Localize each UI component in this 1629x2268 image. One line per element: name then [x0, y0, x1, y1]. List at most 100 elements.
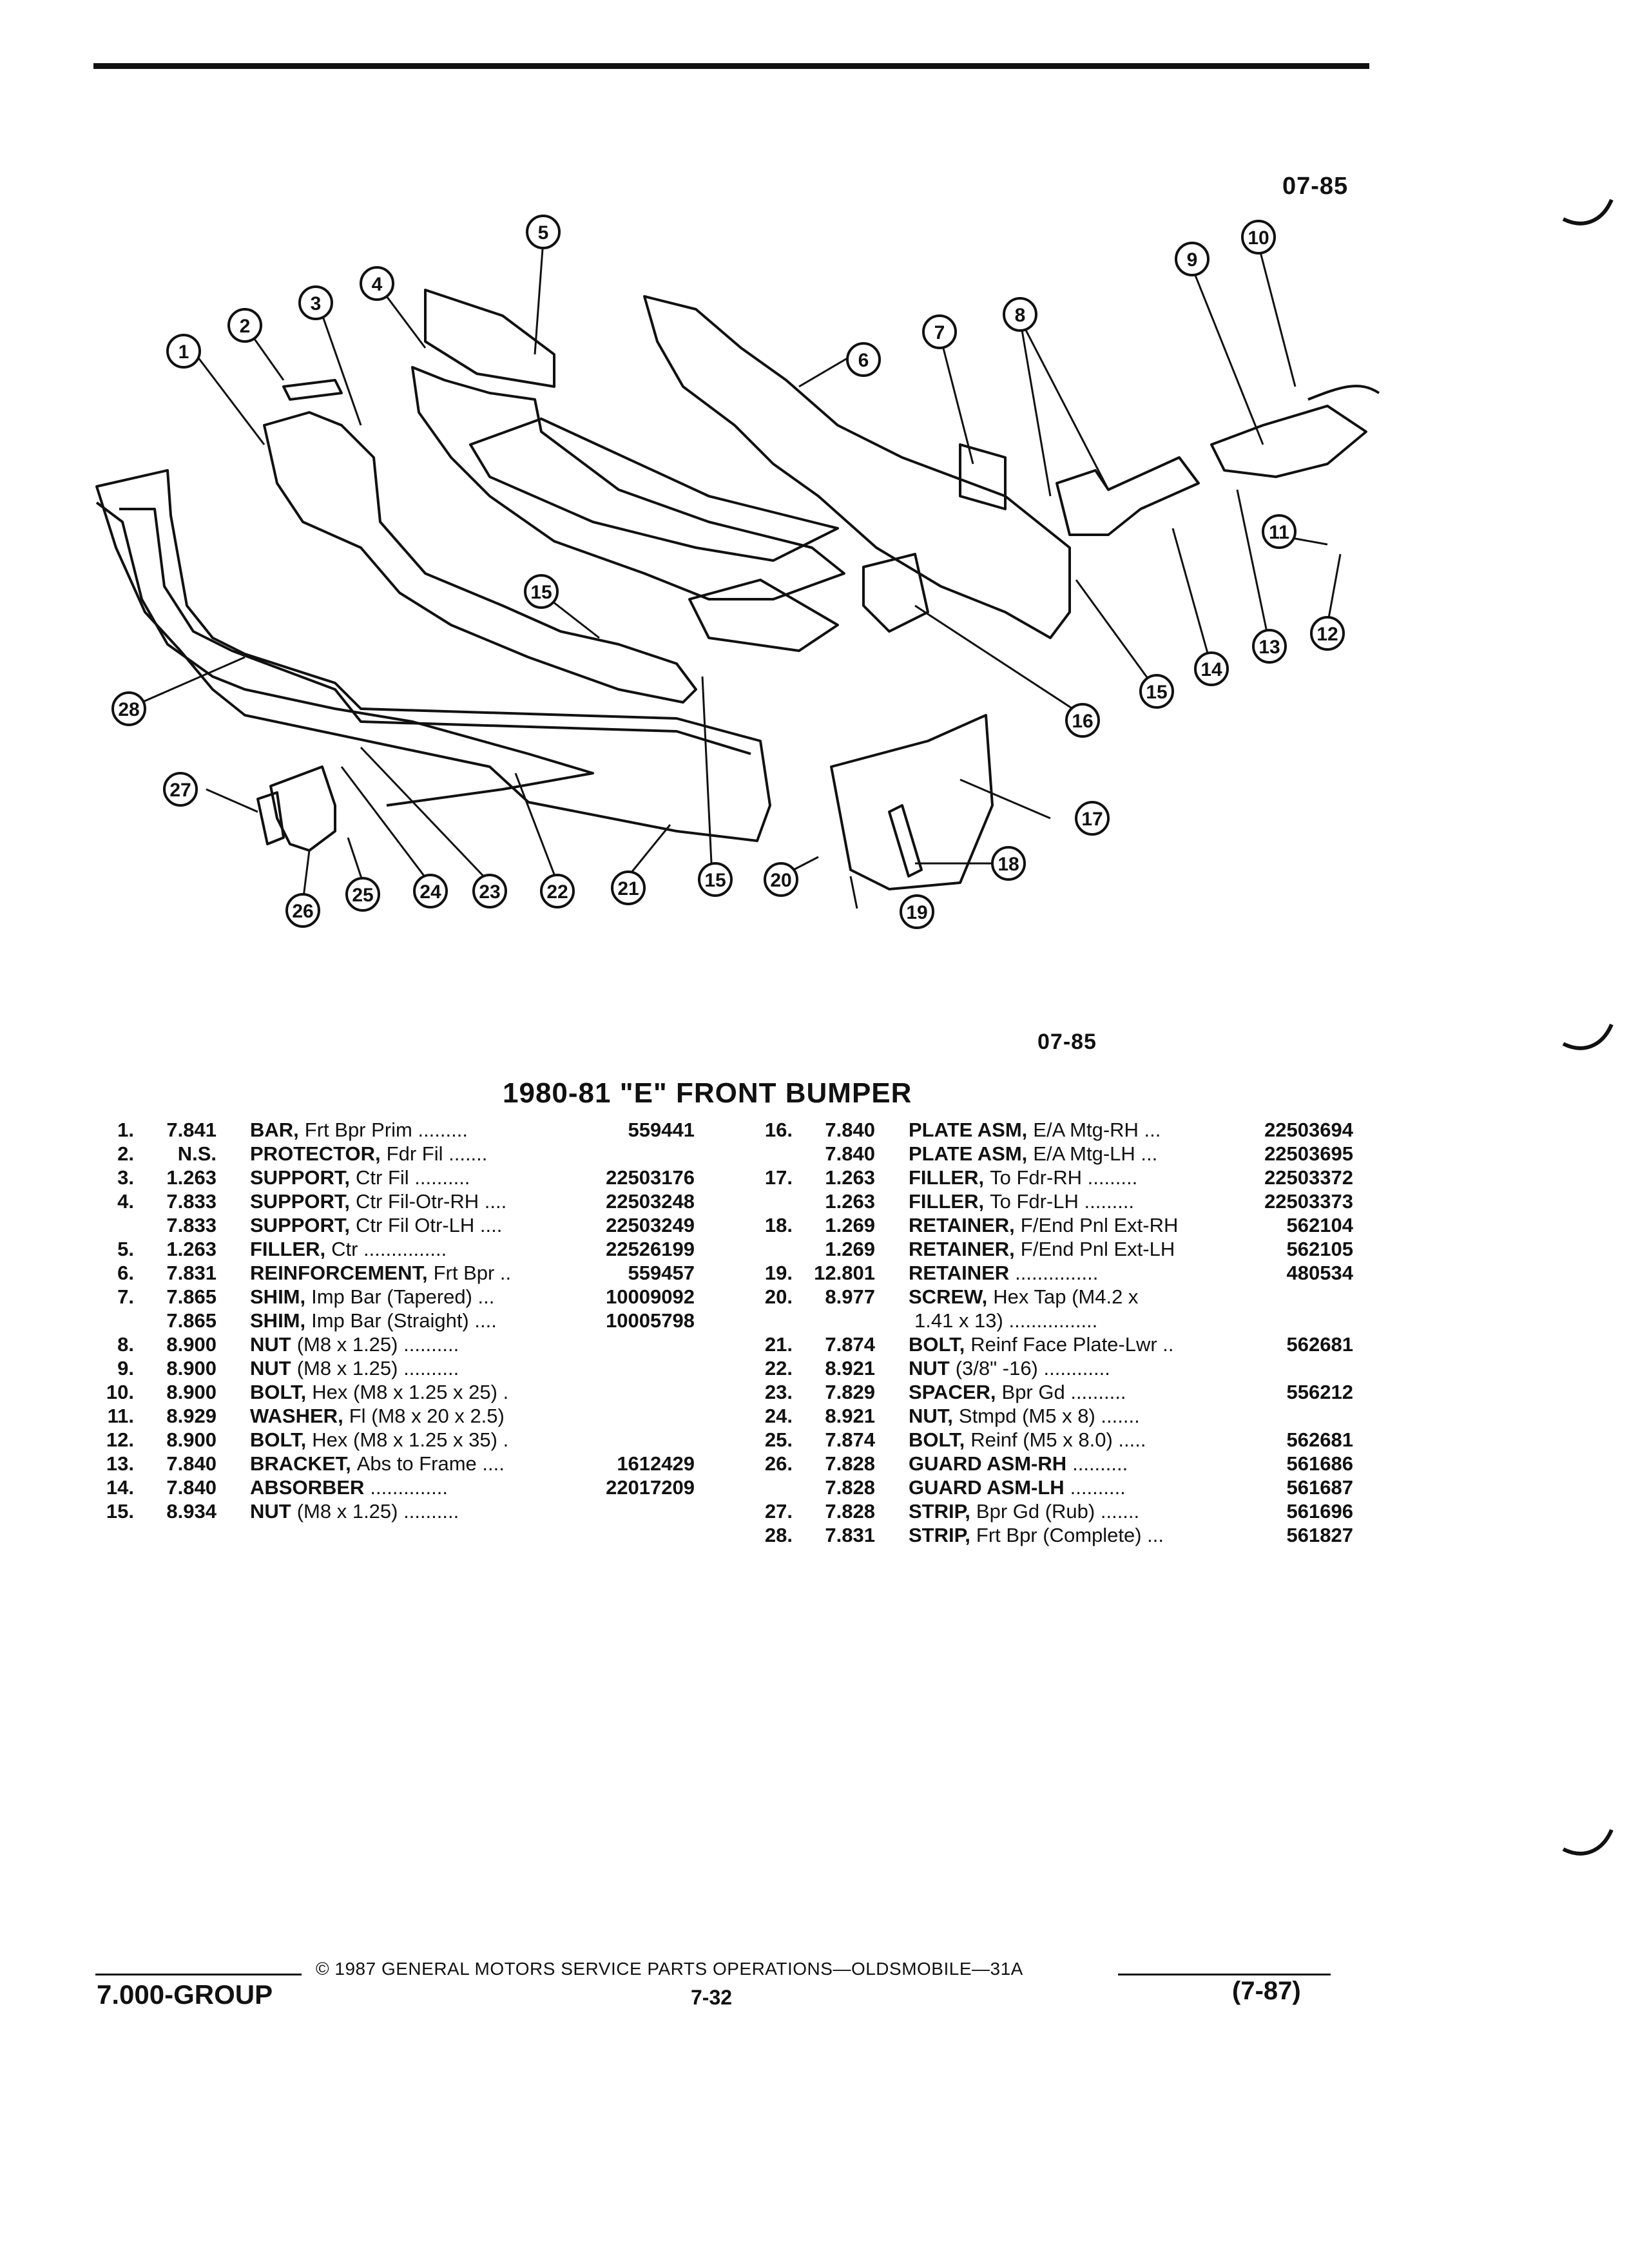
part-description: GUARD ASM-RH..........: [909, 1452, 1128, 1475]
part-name: NUT: [250, 1333, 291, 1356]
part-name: RETAINER,: [909, 1214, 1015, 1236]
footer-copyright: © 1987 GENERAL MOTORS SERVICE PARTS OPER…: [316, 1959, 1023, 1979]
footer-group: 7.000-GROUP: [97, 1979, 273, 2010]
part-number: 22503248: [606, 1190, 695, 1213]
footer-rule-right: [1118, 1974, 1331, 1975]
part-number: 562104: [1286, 1214, 1353, 1236]
part-number: 10009092: [606, 1285, 695, 1308]
part-item-number: 24.: [764, 1405, 793, 1427]
bumper-face-inner: [119, 508, 751, 755]
part-description: RETAINER,F/End Pnl Ext-RH: [909, 1213, 1178, 1237]
svg-text:28: 28: [118, 699, 139, 720]
callouts: 1 2 3 4 5 6 7 8 9 10 11 12 13 14 15 15 1…: [111, 215, 1345, 929]
binder-hole-mark: [1562, 1023, 1614, 1050]
part-detail: Imp Bar (Straight) ....: [311, 1309, 497, 1332]
part-number: 22503695: [1264, 1142, 1353, 1165]
svg-text:15: 15: [704, 870, 726, 891]
svg-text:26: 26: [292, 901, 313, 922]
part-detail: Stmpd (M5 x 8) .......: [958, 1405, 1140, 1427]
part-description: WASHER,Fl (M8 x 20 x 2.5): [250, 1404, 505, 1428]
svg-text:20: 20: [770, 870, 791, 891]
energy-absorber: [1055, 456, 1200, 536]
part-detail: Frt Bpr (Complete) ...: [976, 1524, 1164, 1546]
svg-text:8: 8: [1015, 305, 1026, 326]
svg-text:19: 19: [906, 902, 927, 923]
shim-7: [959, 443, 1007, 510]
footer-date: (7-87): [1232, 1977, 1301, 2005]
svg-text:16: 16: [1072, 711, 1093, 732]
part-name: REINFORCEMENT,: [250, 1262, 428, 1284]
figure-code-bottom: 07-85: [1037, 1030, 1097, 1054]
part-number: 562681: [1286, 1333, 1353, 1356]
part-description: STRIP,Bpr Gd (Rub) .......: [909, 1499, 1139, 1523]
part-item-number: 28.: [764, 1524, 793, 1546]
part-name: PLATE ASM,: [909, 1142, 1028, 1165]
strip-27: [256, 791, 285, 845]
part-detail: Ctr Fil Otr-LH ....: [356, 1214, 503, 1236]
part-item-number: 21.: [764, 1333, 793, 1356]
svg-text:10: 10: [1248, 227, 1269, 249]
filler-to-fender-17: [830, 714, 994, 890]
footer-page-number: 7-32: [691, 1986, 733, 2009]
callout-12: 12: [1310, 616, 1345, 651]
part-description: BOLT,Reinf Face Plate-Lwr ..: [909, 1332, 1174, 1356]
svg-text:15: 15: [1146, 682, 1167, 703]
callout-4: 4: [360, 266, 394, 301]
callout-23: 23: [472, 874, 507, 908]
protector-2: [282, 379, 343, 401]
callout-22: 22: [540, 874, 575, 908]
part-item-number: 15.: [106, 1500, 134, 1523]
svg-text:9: 9: [1187, 249, 1198, 271]
part-detail: Ctr Fil-Otr-RH ....: [356, 1190, 507, 1213]
part-number: 561827: [1286, 1524, 1353, 1546]
part-description: SPACER,Bpr Gd ..........: [909, 1380, 1126, 1404]
part-item-number: 16.: [764, 1119, 793, 1141]
part-detail: (3/8" -16) ............: [955, 1357, 1110, 1379]
part-group-number: 8.900: [166, 1428, 217, 1451]
part-detail: ...............: [1015, 1262, 1099, 1284]
part-name: PROTECTOR,: [250, 1142, 381, 1165]
callout-19: 19: [900, 894, 934, 929]
part-description: ABSORBER..............: [250, 1475, 448, 1499]
part-group-number: 12.801: [814, 1262, 875, 1284]
lower-filler-panel: [688, 579, 839, 652]
part-description: SUPPORT,Ctr Fil Otr-LH ....: [250, 1213, 502, 1237]
part-group-number: 7.831: [825, 1524, 875, 1546]
part-group-number: 7.828: [825, 1500, 875, 1523]
part-group-number: 8.934: [166, 1500, 217, 1523]
part-detail: Hex (M8 x 1.25 x 25) .: [312, 1381, 509, 1403]
part-group-number: 7.874: [825, 1428, 875, 1451]
part-group-number: 8.921: [825, 1357, 875, 1379]
part-detail: ..........: [1072, 1452, 1128, 1475]
callout-2: 2: [227, 308, 262, 343]
part-group-number: 8.977: [825, 1285, 875, 1308]
part-group-number: 8.900: [166, 1357, 217, 1379]
part-item-number: 17.: [764, 1166, 793, 1189]
part-name: GUARD ASM-RH: [909, 1452, 1067, 1475]
part-name: BRACKET,: [250, 1452, 351, 1475]
top-rule: [93, 63, 1369, 69]
svg-text:11: 11: [1269, 522, 1289, 543]
part-description: FILLER,To Fdr-LH .........: [909, 1189, 1134, 1213]
part-group-number: 7.840: [825, 1119, 875, 1141]
binder-hole-mark: [1562, 1829, 1614, 1856]
part-detail: Ctr ...............: [331, 1238, 447, 1260]
part-item-number: 13.: [106, 1452, 134, 1475]
svg-text:27: 27: [169, 780, 191, 801]
part-detail: Frt Bpr ..: [433, 1262, 512, 1284]
part-item-number: 25.: [764, 1428, 793, 1451]
part-detail: Imp Bar (Tapered) ...: [311, 1285, 495, 1308]
part-group-number: 1.263: [825, 1190, 875, 1213]
part-name: FILLER,: [250, 1238, 326, 1260]
callout-13: 13: [1252, 629, 1287, 664]
part-row: 1.41 x 13) ................: [754, 1309, 1366, 1332]
part-group-number: 7.865: [166, 1309, 217, 1332]
